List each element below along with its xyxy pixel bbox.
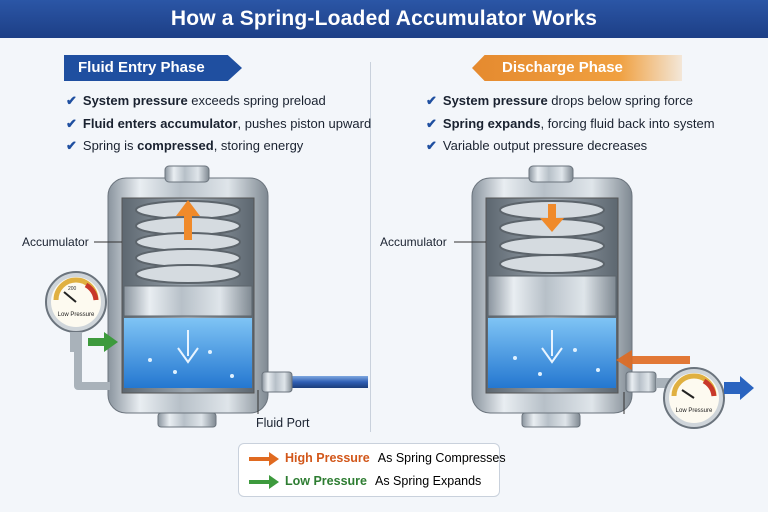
right-accumulator: Low Pressure (454, 165, 754, 429)
right-pressure-gauge: Low Pressure (663, 367, 725, 429)
bullet-item: ✔Fluid enters accumulator, pushes piston… (66, 115, 372, 131)
arrow-down-icon (541, 330, 563, 364)
fluid-entry-bullets: ✔System pressure exceeds spring preload … (66, 90, 371, 158)
legend-low-pressure: Low Pressure As Spring Expands (249, 470, 481, 492)
center-divider (370, 62, 371, 432)
legend-high-desc: As Spring Compresses (377, 451, 506, 465)
piston (123, 285, 253, 317)
legend-low-desc: As Spring Expands (374, 474, 482, 488)
left-accumulator-label: Accumulator (22, 235, 89, 249)
arrow-up-icon (176, 200, 200, 240)
gauge-label: Low Pressure (676, 408, 713, 414)
gauge-tick-label: 200 (68, 286, 77, 292)
pressure-legend: High Pressure As Spring Compresses Low Pr… (238, 443, 506, 497)
inlet-arrow-icon (88, 332, 118, 352)
right-accumulator-label: Accumulator (380, 235, 447, 249)
piston (487, 275, 617, 317)
check-icon: ✔ (426, 138, 437, 153)
check-icon: ✔ (66, 138, 77, 153)
fluid-entry-phase-banner: Fluid Entry Phase (64, 55, 242, 81)
bullet-item: ✔Variable output pressure decreases (426, 138, 648, 153)
left-accumulator: 200 Low Pressure (45, 165, 368, 428)
legend-high-pressure: High Pressure As Spring Compresses (249, 447, 506, 469)
bullet-item: ✔System pressure exceeds spring preload (66, 93, 326, 108)
arrow-down-icon (177, 330, 199, 364)
green-arrow-icon (249, 474, 279, 489)
discharge-arrow-icon (616, 350, 690, 370)
orange-arrow-icon (249, 451, 279, 466)
outlet-arrow-icon (724, 376, 754, 400)
check-icon: ✔ (66, 93, 77, 108)
spring-expanded (499, 200, 605, 274)
check-icon: ✔ (66, 115, 77, 131)
bullet-item: ✔Spring expands, forcing fluid back into… (426, 115, 715, 131)
check-icon: ✔ (426, 115, 437, 131)
left-pressure-gauge: 200 Low Pressure (45, 271, 107, 352)
gauge-label: Low Pressure (58, 312, 95, 318)
bullet-item: ✔System pressure drops below spring forc… (426, 93, 693, 108)
fluid-port-label: Fluid Port (256, 416, 310, 430)
fluid-pipe (268, 376, 368, 388)
page-title: How a Spring-Loaded Accumulator Works (0, 0, 768, 38)
legend-low-key: Low Pressure (285, 474, 367, 488)
legend-high-key: High Pressure (285, 451, 370, 465)
bullet-item: ✔Spring is compressed, storing energy (66, 138, 304, 153)
check-icon: ✔ (426, 93, 437, 108)
arrow-down-icon (540, 204, 564, 232)
discharge-bullets: ✔System pressure drops below spring forc… (426, 90, 715, 158)
discharge-phase-banner: Discharge Phase (472, 55, 682, 81)
